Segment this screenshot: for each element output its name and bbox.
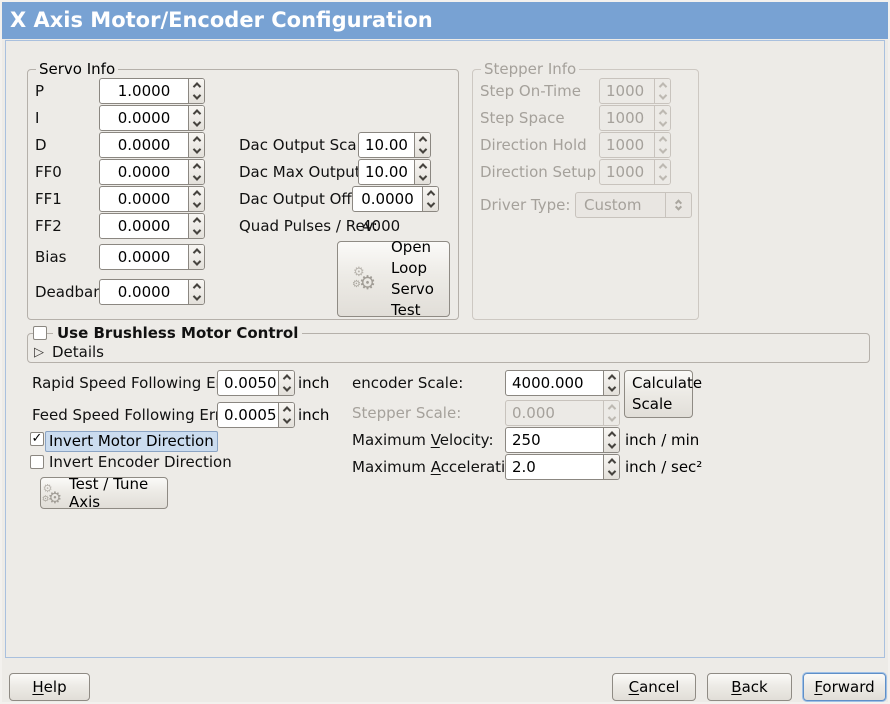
spin-buttons[interactable]: [188, 106, 204, 130]
maximum-acceleration-label: Maximum Acceleration:: [352, 458, 529, 476]
ff2-spinbox[interactable]: 0.0000: [99, 213, 205, 239]
deadband-label: Deadband: [35, 283, 113, 301]
expander-triangle-icon[interactable]: ▷: [34, 345, 44, 360]
spin-buttons: [654, 106, 670, 130]
ff0-spinbox[interactable]: 0.0000: [99, 159, 205, 185]
direction-hold-label: Direction Hold: [480, 136, 587, 154]
spin-buttons[interactable]: [278, 371, 294, 395]
spin-buttons: [654, 133, 670, 157]
use-brushless-checkbox[interactable]: [33, 326, 47, 340]
checkmark-icon: ✓: [31, 431, 43, 446]
i-spinbox[interactable]: 0.0000: [99, 105, 205, 131]
stepper-info-frame-label: Stepper Info: [481, 60, 580, 78]
spin-buttons[interactable]: [422, 187, 438, 211]
ff1-spinbox[interactable]: 0.0000: [99, 186, 205, 212]
spin-buttons[interactable]: [188, 214, 204, 238]
details-expander-label[interactable]: Details: [52, 343, 105, 361]
forward-button[interactable]: Forward: [803, 673, 886, 701]
spin-buttons[interactable]: [278, 403, 294, 427]
quad-pulses-value: 4000: [362, 217, 401, 235]
spin-buttons[interactable]: [188, 245, 204, 269]
maximum-velocity-spinbox[interactable]: 250: [505, 427, 620, 453]
driver-type-select: Custom: [575, 192, 692, 218]
maximum-acceleration-unit: inch / sec²: [625, 458, 703, 476]
spin-buttons: [654, 79, 670, 103]
d-label: D: [35, 136, 47, 154]
maximum-velocity-unit: inch / min: [625, 431, 700, 449]
test-tune-axis-button[interactable]: ⚙⚙⚙ Test / Tune Axis: [40, 475, 168, 511]
encoder-scale-label: encoder Scale:: [352, 374, 464, 392]
gears-icon: ⚙⚙⚙: [41, 482, 63, 508]
ff2-label: FF2: [35, 217, 62, 235]
step-on-time-spinbox: 1000: [599, 78, 671, 104]
brushless-frame: [27, 333, 870, 363]
d-spinbox[interactable]: 0.0000: [99, 132, 205, 158]
i-label: I: [35, 109, 40, 127]
dac-output-offset-label: Dac Output Offset:: [239, 190, 380, 208]
test-tune-axis-label: Test / Tune Axis: [69, 475, 149, 511]
spin-buttons[interactable]: [603, 428, 619, 452]
driver-type-label: Driver Type:: [480, 196, 571, 214]
feed-following-error-unit: inch: [298, 406, 330, 424]
spin-buttons[interactable]: [603, 371, 619, 395]
help-button[interactable]: Help: [9, 673, 90, 701]
page-title: X Axis Motor/Encoder Configuration: [2, 2, 888, 39]
spin-buttons[interactable]: [603, 455, 619, 479]
use-brushless-label[interactable]: Use Brushless Motor Control: [53, 320, 303, 346]
spin-buttons: [603, 401, 619, 425]
spin-buttons[interactable]: [188, 133, 204, 157]
servo-info-frame: Servo Info: [27, 60, 459, 320]
stepper-scale-spinbox: 0.000: [505, 400, 620, 426]
step-on-time-label: Step On-Time: [480, 82, 581, 100]
dac-output-scale-spinbox[interactable]: 10.00: [358, 132, 431, 158]
dac-max-output-spinbox[interactable]: 10.00: [358, 159, 431, 185]
combo-arrows-icon: [665, 193, 691, 217]
cancel-button[interactable]: Cancel: [612, 673, 696, 701]
spin-buttons[interactable]: [414, 133, 430, 157]
rapid-following-error-unit: inch: [298, 374, 330, 392]
encoder-scale-spinbox[interactable]: 4000.000: [505, 370, 620, 396]
ff0-label: FF0: [35, 163, 62, 181]
dac-output-scale-label: Dac Output Scale:: [239, 136, 376, 154]
bias-spinbox[interactable]: 0.0000: [99, 244, 205, 270]
invert-motor-direction-label[interactable]: Invert Motor Direction: [45, 431, 218, 452]
dac-output-offset-spinbox[interactable]: 0.0000: [352, 186, 439, 212]
rapid-following-error-label: Rapid Speed Following Error:: [32, 374, 248, 392]
spin-buttons[interactable]: [414, 160, 430, 184]
back-button[interactable]: Back: [707, 673, 792, 701]
dac-max-output-label: Dac Max Output:: [239, 163, 366, 181]
open-loop-servo-test-label: Open Loop Servo Test: [391, 238, 434, 319]
direction-hold-spinbox: 1000: [599, 132, 671, 158]
content-panel: [5, 40, 885, 658]
p-spinbox[interactable]: 1.0000: [99, 78, 205, 104]
p-label: P: [35, 82, 45, 100]
bias-label: Bias: [35, 248, 67, 266]
deadband-spinbox[interactable]: 0.0000: [99, 279, 205, 305]
quad-pulses-label: Quad Pulses / Rev:: [239, 217, 378, 235]
rapid-following-error-spinbox[interactable]: 0.0050: [217, 370, 295, 396]
spin-buttons[interactable]: [188, 79, 204, 103]
spin-buttons[interactable]: [188, 187, 204, 211]
stepper-scale-label: Stepper Scale:: [352, 404, 462, 422]
maximum-acceleration-spinbox[interactable]: 2.0: [505, 454, 620, 480]
invert-encoder-direction-checkbox[interactable]: [30, 455, 44, 469]
maximum-velocity-label: Maximum Velocity:: [352, 431, 494, 449]
spin-buttons: [654, 160, 670, 184]
step-space-label: Step Space: [480, 109, 565, 127]
stepper-info-frame: Stepper Info: [472, 60, 699, 320]
feed-following-error-spinbox[interactable]: 0.0005: [217, 402, 295, 428]
open-loop-servo-test-button[interactable]: ⚙⚙⚙ Open Loop Servo Test: [337, 238, 450, 319]
step-space-spinbox: 1000: [599, 105, 671, 131]
servo-info-frame-label: Servo Info: [36, 60, 119, 78]
direction-setup-label: Direction Setup: [480, 163, 597, 181]
feed-following-error-label: Feed Speed Following Error:: [32, 406, 241, 424]
spin-buttons[interactable]: [188, 160, 204, 184]
spin-buttons[interactable]: [188, 280, 204, 304]
invert-motor-direction-checkbox[interactable]: ✓: [30, 432, 44, 446]
calculate-scale-button[interactable]: Calculate Scale: [624, 370, 702, 418]
invert-encoder-direction-label[interactable]: Invert Encoder Direction: [49, 453, 232, 471]
ff1-label: FF1: [35, 190, 62, 208]
direction-setup-spinbox: 1000: [599, 159, 671, 185]
gears-icon: ⚙⚙⚙: [352, 265, 377, 294]
